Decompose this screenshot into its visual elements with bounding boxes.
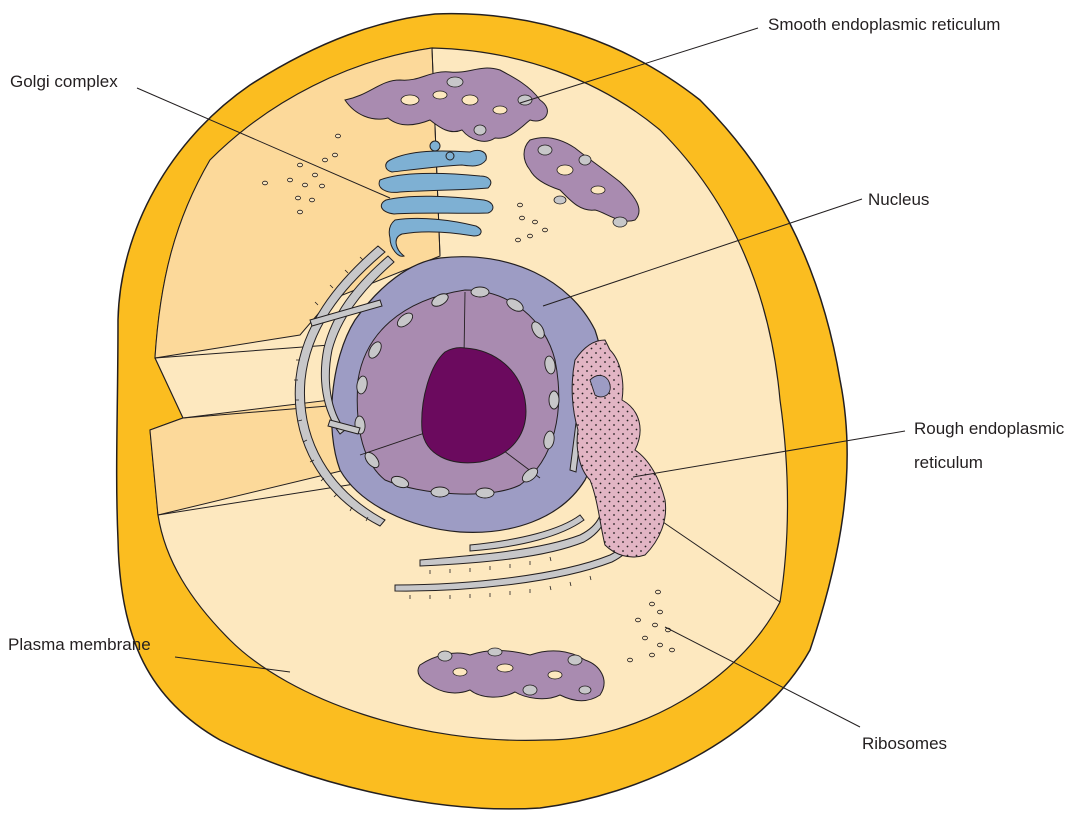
- label-plasma-membrane: Plasma membrane: [8, 634, 151, 656]
- label-nucleus: Nucleus: [868, 189, 929, 211]
- label-golgi-complex: Golgi complex: [10, 71, 118, 93]
- label-rough-er-line1: Rough endoplasmic: [914, 418, 1064, 440]
- label-smooth-er: Smooth endoplasmic reticulum: [768, 14, 1000, 36]
- label-ribosomes: Ribosomes: [862, 733, 947, 755]
- label-rough-er-line2: reticulum: [914, 452, 983, 474]
